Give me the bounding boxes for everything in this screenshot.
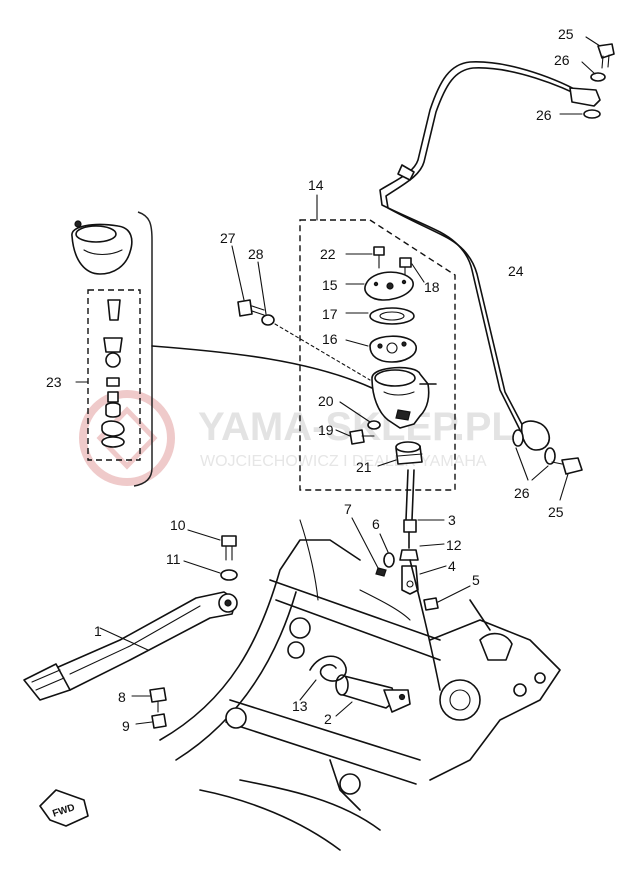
callout-22: 22 [320,246,336,262]
washer-26-right [512,429,556,465]
boot-21 [395,441,423,465]
reservoir-cap-15 [364,271,414,301]
callout-26a: 26 [554,52,570,68]
callout-8: 8 [118,689,126,705]
bolt-27 [237,299,265,317]
assembly-23-box [87,289,141,461]
watermark-subtitle: WOJCIECHOWICZ I DEALER YAMAHA [200,453,487,470]
watermark-logo-mark [96,406,158,470]
callout-5: 5 [472,572,480,588]
callout-7: 7 [344,501,352,517]
callout-24: 24 [508,263,524,279]
callout-1: 1 [94,623,102,639]
callout-9: 9 [122,718,130,734]
frame [159,519,561,851]
assembly-23-parts [101,299,125,448]
washer-26-lower [583,109,601,119]
callout-6: 6 [372,516,380,532]
bolt-19 [349,429,375,445]
watermark-logo [79,390,175,486]
callout-26c: 26 [514,485,530,501]
callout-12: 12 [446,537,462,553]
callout-18: 18 [424,279,440,295]
callout-13: 13 [292,698,308,714]
pin-7 [375,567,387,577]
push-rod-3 [403,469,417,549]
master-cylinder-23 [71,220,133,275]
fwd-arrow-badge: FWD [39,789,89,827]
callout-19: 19 [318,422,334,438]
washer-20 [367,420,381,430]
pin-5 [423,585,471,611]
bolt-8 [149,687,167,713]
callout-27: 27 [220,230,236,246]
assembly-23-bracket [133,211,153,487]
callout-21: 21 [356,459,372,475]
bolt-25-lower [551,457,583,475]
callout-25a: 25 [558,26,574,42]
callout-26b: 26 [536,107,552,123]
bolt-22 [373,246,385,269]
callout-11: 11 [166,551,181,567]
brake-rod-24 [379,61,601,433]
return-spring-13 [309,655,347,682]
callout-10: 10 [170,517,186,533]
callout-28: 28 [248,246,264,262]
brake-pedal-1 [23,591,238,701]
callout-20: 20 [318,393,334,409]
bolt-10 [221,535,237,561]
callout-labels: 25 26 26 14 27 28 22 15 18 17 16 24 23 2… [46,26,574,734]
cotter-6 [383,552,395,568]
banjo-fitting [520,420,551,451]
diaphragm-17 [369,307,415,325]
callout-15: 15 [322,277,338,293]
bolt-25-upper [597,43,615,69]
callout-25b: 25 [548,504,564,520]
washer-11 [220,569,238,581]
callout-23: 23 [46,374,62,390]
callout-14: 14 [308,177,324,193]
washer-28 [261,314,275,326]
master-cylinder-body [371,366,437,429]
diaphragm-plate-16 [369,335,417,363]
callout-4: 4 [448,558,456,574]
nut-12 [399,549,419,561]
callout-17: 17 [322,306,338,322]
callout-3: 3 [448,512,456,528]
callout-16: 16 [322,331,338,347]
callout-2: 2 [324,711,332,727]
washer-9 [151,713,167,729]
washer-26-upper [590,72,606,82]
